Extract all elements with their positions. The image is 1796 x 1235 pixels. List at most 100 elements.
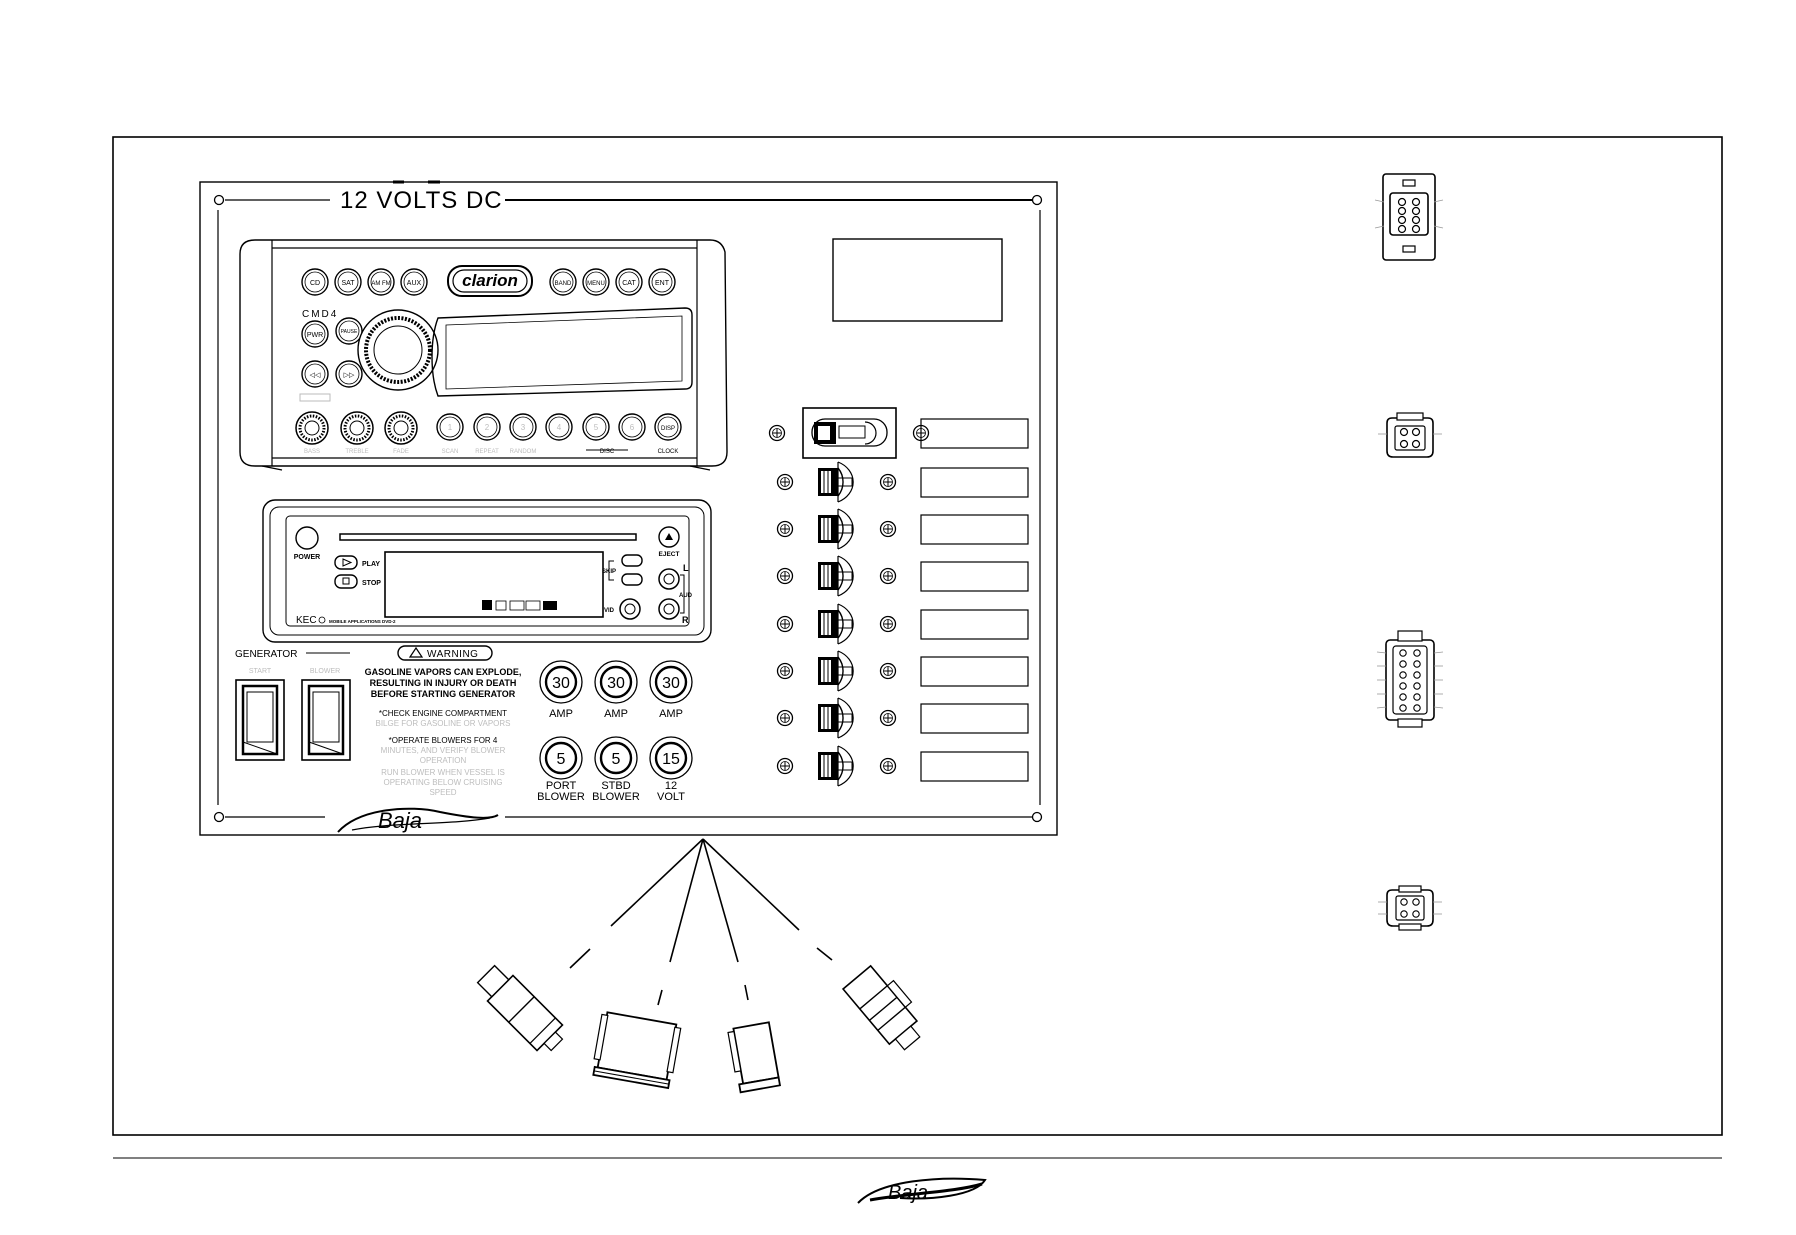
dvd-play-label: PLAY (362, 561, 380, 568)
dvd-logos (482, 600, 557, 611)
svg-text:Baja: Baja (888, 1182, 928, 1204)
port-blower-label-2: BLOWER (537, 791, 585, 803)
bass-label: BASS (304, 449, 320, 455)
plug-connector-4 (841, 964, 921, 1051)
video-label: VID (604, 608, 615, 614)
circuit-breakers: 30 AMP 30 AMP 30 AMP 5 PORT BLOWER 5 STB… (537, 660, 693, 803)
dvd-play-button[interactable] (334, 555, 358, 570)
rocker-switch-2[interactable] (776, 508, 1029, 550)
svg-text:30: 30 (662, 675, 680, 692)
start-label: START (249, 668, 272, 675)
audio-left-label: L (683, 563, 689, 573)
blower-label: BLOWER (310, 668, 340, 675)
plug-connector-1 (476, 964, 564, 1052)
bass-knob[interactable] (294, 410, 330, 446)
rocker-switch-6[interactable] (776, 697, 1029, 739)
warning-title: WARNING (427, 649, 478, 660)
connector-end-view-1 (1374, 173, 1444, 261)
preset-6[interactable]: 6 (630, 423, 635, 432)
warning-line-3: BEFORE STARTING GENERATOR (371, 689, 516, 699)
warning-line-2: RESULTING IN INJURY OR DEATH (370, 678, 517, 688)
breaker-12-volt[interactable]: 15 (649, 736, 693, 780)
warning-line-9: RUN BLOWER WHEN VESSEL IS (381, 768, 505, 777)
12-volt-label-1: 12 (665, 780, 677, 792)
audio-left-jack[interactable] (658, 568, 680, 590)
svg-text:5: 5 (612, 751, 621, 768)
dvd-skip-label: SKIP (602, 569, 616, 575)
warning-line-6: *OPERATE BLOWERS FOR 4 (389, 736, 498, 745)
plug-connector-3 (727, 1021, 782, 1094)
preset-2[interactable]: 2 (485, 423, 490, 432)
pwr-button[interactable]: PWR (307, 332, 323, 339)
pause-button[interactable]: PAUSE (341, 329, 358, 335)
start-switch[interactable] (235, 679, 285, 761)
breaker-30a-2[interactable]: 30 (594, 660, 638, 704)
breaker-30a-3-label: AMP (659, 708, 683, 720)
generator-title: GENERATOR (235, 649, 297, 660)
switch-panel: 12 VOLTS DC (199, 180, 1058, 836)
fade-label: FADE (393, 449, 409, 455)
audio-right-label: R (682, 615, 689, 625)
breaker-port-blower[interactable]: 5 (539, 736, 583, 780)
btn-label-aux[interactable]: AUX (407, 280, 422, 287)
svg-text:5: 5 (557, 751, 566, 768)
repeat-label: REPEAT (475, 449, 499, 455)
breaker-30a-3[interactable]: 30 (649, 660, 693, 704)
dvd-skip-back[interactable] (621, 573, 643, 586)
rocker-switch-7[interactable] (776, 745, 1029, 787)
breaker-30a-1-label: AMP (549, 708, 573, 720)
dvd-stop-button[interactable] (334, 574, 358, 589)
blank-label-plate (832, 238, 1003, 322)
stereo-model: CMD4 (302, 309, 338, 320)
breaker-30a-2-label: AMP (604, 708, 628, 720)
blower-switch[interactable] (301, 679, 351, 761)
preset-4[interactable]: 4 (557, 423, 562, 432)
treble-knob[interactable] (339, 410, 375, 446)
rocker-switch-5[interactable] (776, 650, 1029, 692)
video-jack[interactable] (619, 598, 641, 620)
tuning-knob[interactable] (357, 309, 439, 391)
stereo-top-buttons: CD SAT AM FM AUX BAND MENU CAT ENT (301, 268, 676, 296)
dvd-skip-fwd[interactable] (621, 554, 643, 567)
dvd-note: MOBILE APPLICATIONS DVD-2 (329, 619, 396, 624)
audio-label: AUD (679, 593, 693, 599)
footer-baja-logo: Baja (857, 1177, 987, 1204)
stbd-blower-label-2: BLOWER (592, 791, 640, 803)
dvd-display (384, 551, 604, 618)
btn-label-ent[interactable]: ENT (655, 280, 670, 287)
dvd-player: POWER PLAY STOP EJECT SKIP L AUD R VID (262, 499, 712, 643)
dvd-power-button[interactable] (295, 526, 319, 550)
master-switch[interactable] (768, 407, 1029, 459)
warning-line-4: *CHECK ENGINE COMPARTMENT (379, 709, 507, 718)
btn-label-cat[interactable]: CAT (622, 280, 636, 287)
warning-line-7: MINUTES, AND VERIFY BLOWER (381, 746, 506, 755)
rocker-switch-4[interactable] (776, 603, 1029, 645)
stereo-unit: CD SAT AM FM AUX BAND MENU CAT ENT clari… (239, 239, 728, 471)
audio-right-jack[interactable] (658, 598, 680, 620)
fade-knob[interactable] (383, 410, 419, 446)
preset-5[interactable]: 5 (594, 423, 599, 432)
svg-text:30: 30 (607, 675, 625, 692)
random-label: RANDOM (510, 449, 537, 455)
btn-label-menu[interactable]: MENU (587, 281, 605, 287)
preset-1[interactable]: 1 (448, 423, 453, 432)
warning-line-1: GASOLINE VAPORS CAN EXPLODE, (365, 667, 522, 677)
stereo-display (431, 307, 693, 397)
preset-3[interactable]: 3 (521, 423, 526, 432)
rocker-switch-1[interactable] (776, 461, 1029, 503)
svg-text:Baja: Baja (378, 808, 422, 833)
disp-button[interactable]: DISP (661, 426, 675, 432)
disc-label: DISC (600, 449, 615, 455)
rewind-button[interactable]: ◁◁ (310, 372, 321, 379)
switch-column (768, 407, 1029, 787)
btn-label-band[interactable]: BAND (555, 281, 572, 287)
btn-label-cd[interactable]: CD (310, 280, 320, 287)
forward-button[interactable]: ▷▷ (344, 372, 355, 379)
breaker-stbd-blower[interactable]: 5 (594, 736, 638, 780)
rocker-switch-3[interactable] (776, 555, 1029, 597)
breaker-30a-1[interactable]: 30 (539, 660, 583, 704)
btn-label-sat[interactable]: SAT (341, 280, 355, 287)
dvd-stop-label: STOP (362, 580, 381, 587)
btn-label-amfm[interactable]: AM FM (371, 281, 390, 287)
